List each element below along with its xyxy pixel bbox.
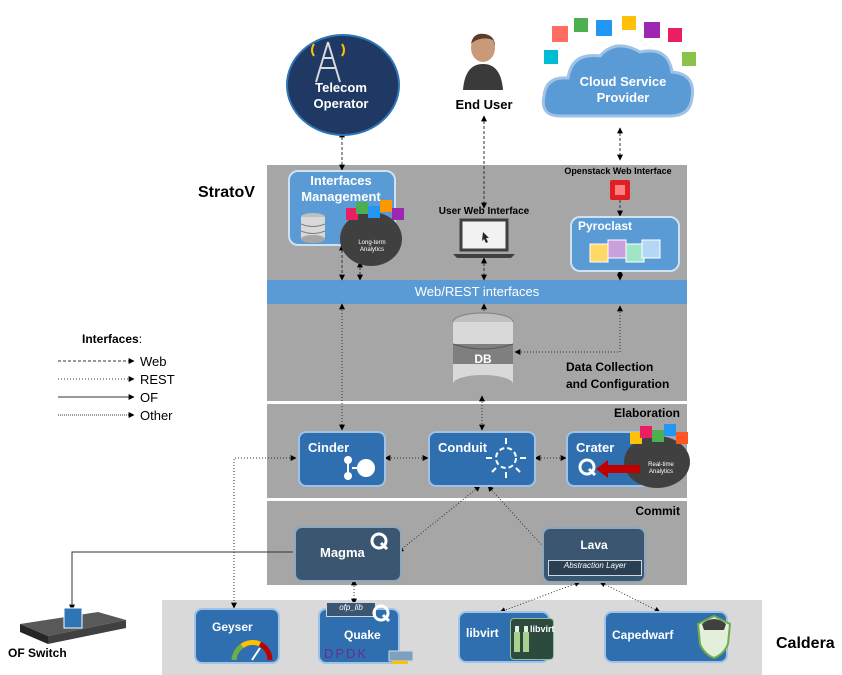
capedwarf-label: Capedwarf bbox=[612, 628, 674, 642]
legend-title-colon: : bbox=[138, 332, 143, 346]
line-conduit-magma bbox=[397, 485, 481, 553]
of-switch-icon bbox=[20, 607, 126, 644]
long-term-analytics-circle bbox=[340, 212, 402, 266]
cinder-nodes-icon bbox=[344, 456, 375, 480]
antenna-icon bbox=[311, 41, 345, 83]
user-icon bbox=[463, 33, 503, 90]
long-term-analytics-label: Long-term Analytics bbox=[358, 240, 386, 253]
red-arrow-icon bbox=[596, 460, 640, 478]
cinder-label: Cinder bbox=[308, 440, 350, 455]
analytics-tiles-icon bbox=[346, 200, 404, 220]
cubes-icon bbox=[589, 239, 661, 263]
pyroclast-label: Pyroclast bbox=[578, 219, 633, 233]
cloud-icon bbox=[541, 16, 696, 118]
end-user-label: End User bbox=[455, 97, 513, 112]
database-icon bbox=[300, 213, 326, 243]
libvirt-label: libvirt bbox=[466, 626, 499, 640]
capedwarf-shield-icon bbox=[696, 614, 732, 660]
magma-q-icon bbox=[370, 532, 388, 550]
line-db-pyroclast bbox=[514, 305, 623, 355]
ofp-lib-label: ofp_lib bbox=[339, 603, 363, 612]
magma-label: Magma bbox=[320, 545, 365, 560]
db-cylinder-icon bbox=[452, 312, 514, 393]
dpdk-label: DPDK bbox=[324, 646, 369, 661]
elaboration-title: Elaboration bbox=[613, 406, 680, 420]
conduit-label: Conduit bbox=[438, 440, 488, 455]
line-magma-ofswitch bbox=[69, 551, 293, 611]
geyser-label: Geyser bbox=[212, 620, 253, 634]
legend-item-rest: REST bbox=[140, 372, 175, 387]
legend-item-of: OF bbox=[140, 390, 159, 405]
laptop-icon bbox=[453, 218, 515, 258]
db-label: DB bbox=[474, 352, 492, 366]
quake-label: Quake bbox=[344, 628, 381, 642]
telecom-operator-label: Telecom Operator bbox=[313, 80, 369, 111]
of-switch-label: OF Switch bbox=[8, 646, 67, 660]
crater-label: Crater bbox=[576, 440, 615, 455]
legend-item-other: Other bbox=[140, 408, 173, 423]
interfaces-management-label: Interfaces Management bbox=[301, 173, 381, 204]
legend-title-text: Interfaces bbox=[82, 332, 139, 346]
gauge-icon bbox=[231, 639, 273, 661]
libvirt-logo-label: libvirt bbox=[530, 624, 555, 634]
abstraction-layer-label: Abstraction Layer bbox=[563, 561, 627, 570]
legend-title: Interfaces: bbox=[82, 332, 142, 346]
line-conduit-lava bbox=[487, 485, 549, 553]
cloud-provider-label: Cloud Service Provider bbox=[579, 74, 667, 105]
realtime-tiles-icon bbox=[630, 424, 688, 444]
nic-icon bbox=[388, 650, 414, 664]
data-collection-label: Data Collection and Configuration bbox=[566, 360, 670, 391]
stratov-title: StratoV bbox=[198, 184, 255, 201]
conduit-box[interactable] bbox=[428, 431, 536, 487]
bottles-icon bbox=[514, 626, 529, 652]
line-lava-libvirt bbox=[499, 581, 581, 613]
openstack-web-interface-label: Openstack Web Interface bbox=[564, 166, 672, 176]
caldera-title: Caldera bbox=[776, 635, 835, 652]
user-web-interface-label: User Web Interface bbox=[438, 206, 530, 217]
line-lava-capedwarf bbox=[599, 581, 661, 613]
commit-title: Commit bbox=[635, 504, 680, 518]
lava-label: Lava bbox=[580, 538, 608, 552]
realtime-analytics-label: Real-time Analytics bbox=[648, 462, 674, 475]
realtime-analytics-circle bbox=[624, 436, 690, 488]
web-rest-band bbox=[267, 280, 687, 304]
quake-q-icon bbox=[372, 604, 390, 622]
abstraction-layer-bar bbox=[548, 560, 642, 576]
line-cinder-geyser bbox=[231, 455, 297, 609]
legend-item-web: Web bbox=[140, 354, 167, 369]
conduit-hub-icon bbox=[486, 438, 526, 478]
cinder-box[interactable] bbox=[298, 431, 386, 487]
web-rest-label: Web/REST interfaces bbox=[414, 284, 540, 299]
openstack-icon bbox=[610, 180, 630, 200]
crater-q-icon bbox=[578, 458, 596, 476]
